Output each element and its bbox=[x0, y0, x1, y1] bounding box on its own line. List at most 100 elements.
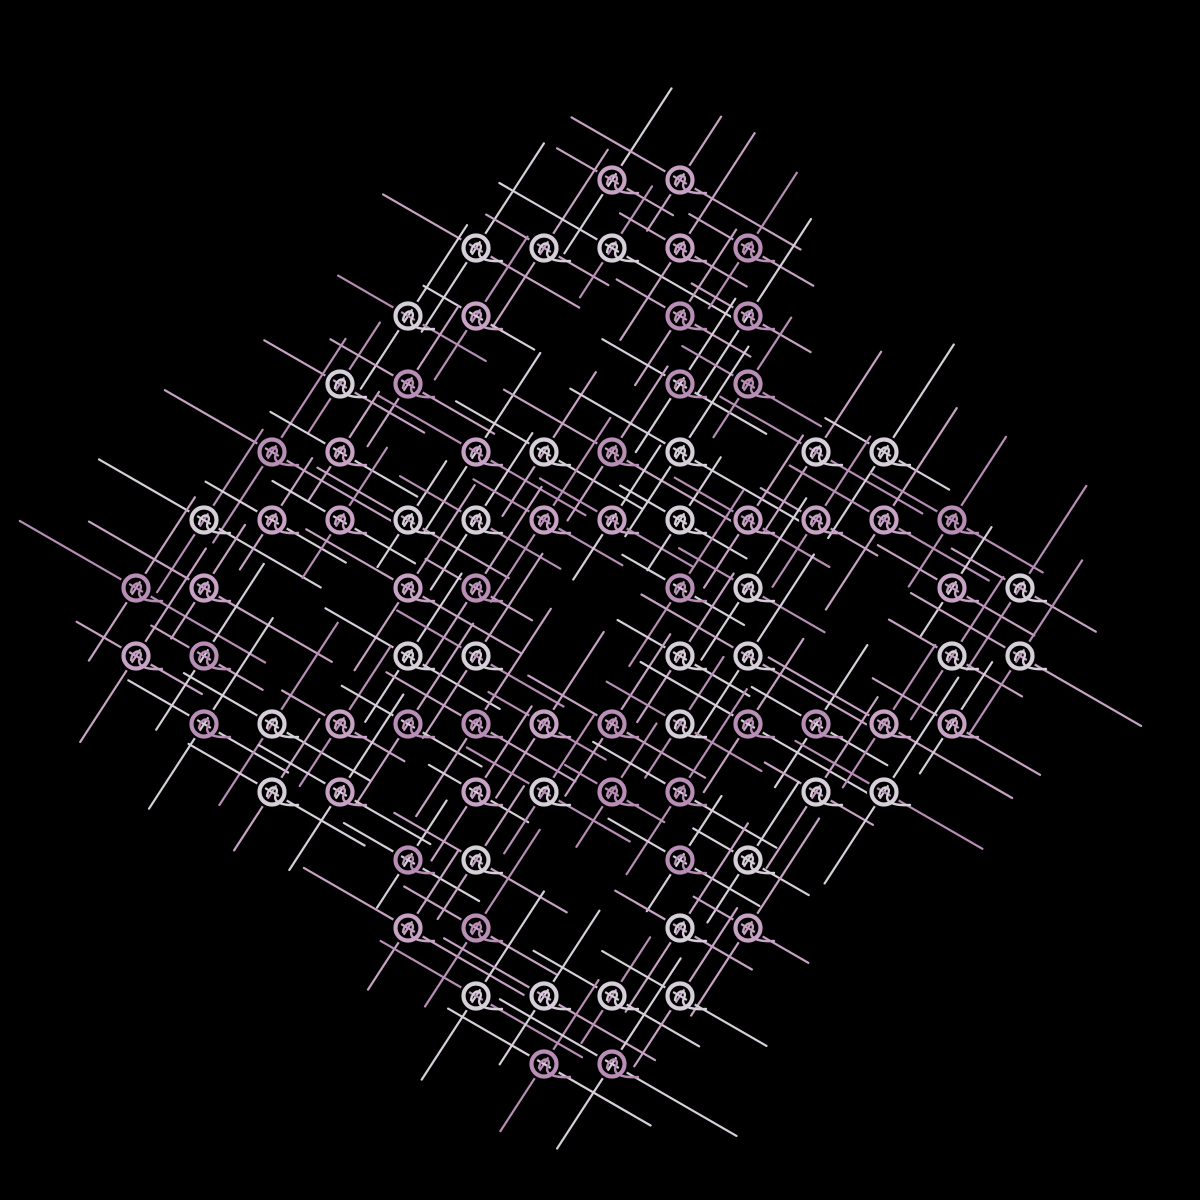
knot-loop bbox=[663, 571, 708, 605]
knot-loop bbox=[527, 707, 572, 741]
knot-loop bbox=[459, 775, 504, 809]
knot-loop bbox=[323, 503, 368, 537]
lattice-strand bbox=[918, 661, 994, 775]
knot-loop bbox=[731, 843, 776, 877]
knot-loop bbox=[323, 435, 368, 469]
lattice-strand bbox=[163, 389, 393, 522]
knot-loop bbox=[391, 299, 436, 333]
knot-loop bbox=[935, 639, 980, 673]
knot-loop bbox=[527, 231, 572, 265]
knot-loops bbox=[119, 163, 1048, 1081]
knot-loop bbox=[731, 911, 776, 945]
lattice-strand bbox=[18, 519, 267, 664]
knot-loop bbox=[731, 639, 776, 673]
lattice-strand bbox=[307, 390, 381, 502]
knot-loop bbox=[187, 707, 232, 741]
lattice-strand bbox=[376, 394, 587, 517]
knot-loop bbox=[731, 571, 776, 605]
knot-loop bbox=[731, 231, 776, 265]
knot-loop bbox=[663, 979, 708, 1013]
lattice-strand bbox=[316, 466, 510, 580]
knot-loop bbox=[527, 775, 572, 809]
lattice-strand bbox=[306, 321, 381, 435]
knot-loop bbox=[867, 503, 912, 537]
lattice-strand bbox=[302, 866, 525, 996]
knot-loop bbox=[527, 1047, 572, 1081]
lattice-strand bbox=[644, 655, 725, 779]
knot-loop bbox=[663, 503, 708, 537]
knot-loop bbox=[527, 979, 572, 1013]
knot-loop bbox=[867, 775, 912, 809]
knot-loop bbox=[731, 503, 776, 537]
knot-loop bbox=[255, 435, 300, 469]
lattice-lines bbox=[18, 87, 1143, 1150]
knot-loop bbox=[459, 979, 504, 1013]
knot-loop bbox=[595, 775, 640, 809]
knot-loop bbox=[459, 639, 504, 673]
lattice-strand bbox=[97, 458, 322, 589]
lattice-strand bbox=[385, 671, 577, 783]
lattice-strand bbox=[170, 523, 247, 640]
knot-loop bbox=[391, 367, 436, 401]
knot-loop bbox=[595, 1047, 640, 1081]
lattice-strand bbox=[382, 193, 581, 309]
lattice-strand bbox=[376, 799, 448, 909]
knot-loop bbox=[391, 843, 436, 877]
knot-loop bbox=[1003, 571, 1048, 605]
knot-loop bbox=[595, 707, 640, 741]
knot-loop bbox=[119, 639, 164, 673]
knot-loop bbox=[459, 843, 504, 877]
knot-loop bbox=[799, 503, 844, 537]
lattice-strand bbox=[379, 939, 584, 1059]
knot-loop bbox=[663, 707, 708, 741]
knot-loop bbox=[323, 707, 368, 741]
knot-loop bbox=[731, 299, 776, 333]
knot-loop bbox=[663, 639, 708, 673]
lattice-strand bbox=[646, 456, 722, 572]
knot-loop bbox=[663, 163, 708, 197]
lattice-strand bbox=[767, 656, 1014, 800]
lattice-strand bbox=[719, 395, 924, 515]
knot-loop bbox=[867, 707, 912, 741]
knot-loop bbox=[119, 571, 164, 605]
lattice-strand bbox=[498, 181, 739, 322]
knot-loop bbox=[391, 707, 436, 741]
lattice-strand bbox=[569, 387, 803, 524]
lattice-strand bbox=[712, 316, 793, 439]
knot-loop bbox=[255, 775, 300, 809]
knot-loop bbox=[935, 707, 980, 741]
knot-loop bbox=[459, 707, 504, 741]
knot-loop bbox=[595, 231, 640, 265]
knot-loop bbox=[867, 435, 912, 469]
lattice-strand bbox=[424, 557, 534, 622]
knot-loop bbox=[187, 503, 232, 537]
lattice-strand bbox=[87, 520, 333, 663]
knot-loop bbox=[799, 435, 844, 469]
lattice-strand bbox=[794, 739, 984, 850]
knot-loop bbox=[255, 707, 300, 741]
lattice-strand bbox=[443, 937, 657, 1062]
knot-loop bbox=[391, 639, 436, 673]
knot-loop bbox=[595, 435, 640, 469]
lattice-strand bbox=[645, 115, 723, 232]
lattice-strand bbox=[645, 794, 723, 913]
knot-loop bbox=[663, 843, 708, 877]
knot-loop bbox=[663, 775, 708, 809]
knot-loop bbox=[459, 503, 504, 537]
lattice-strand bbox=[447, 1007, 652, 1127]
lattice-strand bbox=[580, 936, 652, 1045]
knot-loop bbox=[459, 911, 504, 945]
lattice-strand bbox=[578, 185, 654, 299]
lattice-strand bbox=[305, 528, 523, 655]
knot-loop bbox=[527, 503, 572, 537]
knot-loop bbox=[391, 503, 436, 537]
knot-loop bbox=[799, 707, 844, 741]
knot-loop bbox=[187, 571, 232, 605]
knot-loop bbox=[663, 911, 708, 945]
knot-loop bbox=[323, 367, 368, 401]
knot-loop bbox=[595, 503, 640, 537]
knot-loop bbox=[391, 571, 436, 605]
knot-loop bbox=[459, 571, 504, 605]
knot-loop bbox=[459, 231, 504, 265]
knot-loop bbox=[527, 435, 572, 469]
